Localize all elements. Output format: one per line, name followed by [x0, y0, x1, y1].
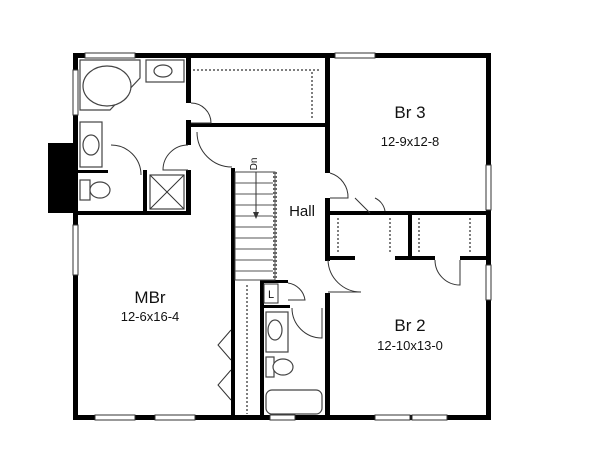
- room-name-br2: Br 2: [394, 316, 425, 335]
- door-swings: [110, 102, 461, 401]
- bathtub-icon: [265, 389, 323, 415]
- toilet-icon: [89, 181, 111, 199]
- sink-icon: [153, 64, 173, 78]
- staircase: [234, 171, 277, 281]
- walls: [72, 52, 492, 421]
- linen-closet-label: L: [268, 289, 274, 301]
- sink-icon: [82, 134, 100, 156]
- chimney: [48, 143, 75, 213]
- room-size-br2: 12-10x13-0: [377, 338, 443, 353]
- room-name-br3: Br 3: [394, 103, 425, 122]
- stair-label: Dn: [249, 158, 260, 171]
- room-name-mbr: MBr: [134, 288, 166, 307]
- sink-icon: [267, 319, 283, 341]
- room-size-mbr: 12-6x16-4: [121, 309, 180, 324]
- bathtub-icon: [82, 65, 132, 107]
- closet-rods: [193, 69, 471, 414]
- room-size-br3: 12-9x12-8: [381, 134, 440, 149]
- toilet-icon: [272, 358, 294, 376]
- fixtures: [79, 59, 323, 415]
- room-name-hall: Hall: [289, 203, 315, 220]
